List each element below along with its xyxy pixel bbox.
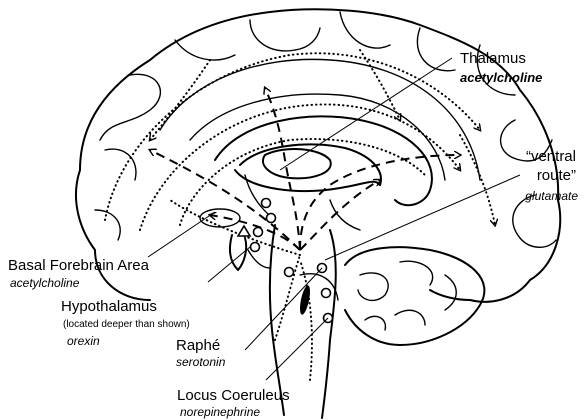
basal-forebrain-name: Basal Forebrain Area <box>8 257 150 274</box>
ventral-route-transmitter: glutamate <box>525 189 578 203</box>
locus-coeruleus-name: Locus Coeruleus <box>177 387 290 404</box>
raphe-name: Raphé <box>176 337 220 354</box>
hypothalamus-name: Hypothalamus <box>61 298 157 315</box>
projection-pathways-dashed <box>150 88 460 250</box>
thalamus-name: Thalamus <box>460 50 526 67</box>
leader-lines <box>148 58 520 380</box>
ventral-route-line1: “ventral <box>526 148 576 165</box>
hypothalamus-transmitter: orexin <box>67 334 100 348</box>
locus-coeruleus-label: Locus Coeruleus norepinephrine <box>177 387 290 419</box>
nuclei <box>238 199 333 323</box>
locus-coeruleus-transmitter: norepinephrine <box>180 405 260 419</box>
hypothalamus-note: (located deeper than shown) <box>63 319 190 330</box>
raphe-transmitter: serotonin <box>176 355 226 369</box>
basal-forebrain-transmitter: acetylcholine <box>10 276 80 290</box>
basal-forebrain-label: Basal Forebrain Area acetylcholine <box>8 257 150 290</box>
ventral-route-label: “ventral route” glutamate <box>525 148 578 203</box>
raphe-label: Raphé serotonin <box>176 337 226 369</box>
ventral-route-line2: route” <box>537 167 576 184</box>
thalamus-transmitter: acetylcholine <box>460 70 542 85</box>
hypothalamus-label: Hypothalamus (located deeper than shown)… <box>61 298 190 348</box>
